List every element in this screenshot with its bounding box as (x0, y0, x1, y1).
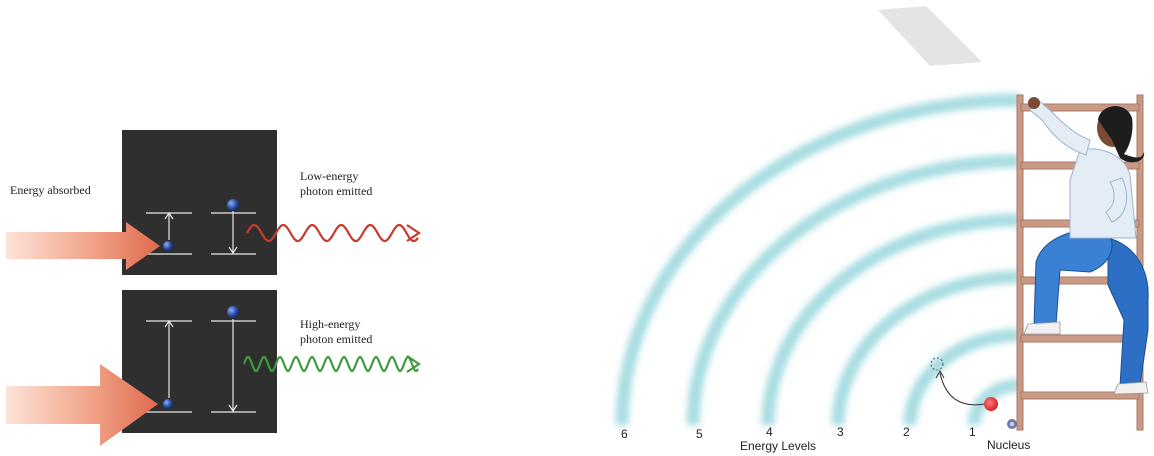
high-energy-photon-wave (242, 355, 419, 373)
level-number-4: 4 (766, 425, 773, 439)
energy-absorbed-label: Energy absorbed (10, 183, 91, 197)
level-number-2: 2 (903, 425, 910, 439)
excited-state-marker (930, 357, 944, 371)
climbing-person (1023, 97, 1149, 395)
high-energy-label-line2: photon emitted (300, 332, 373, 346)
energy-levels-label: Energy Levels (740, 439, 817, 453)
level-number-3: 3 (837, 425, 844, 439)
high-energy-levels (146, 319, 256, 413)
high-energy-photon-arrowhead (406, 355, 421, 373)
low-energy-levels (146, 211, 256, 255)
decorative-wedge (878, 6, 982, 66)
level-number-6: 6 (621, 427, 628, 441)
small-absorption-arrow (6, 222, 160, 270)
level-number-1: 1 (969, 425, 976, 439)
electron-high-ground (163, 399, 173, 409)
level-number-5: 5 (696, 427, 703, 441)
electron-high-excited (227, 306, 239, 318)
low-energy-label-line2: photon emitted (300, 184, 373, 198)
high-energy-label-line1: High-energy (300, 317, 361, 331)
low-energy-label-line1: Low-energy (300, 169, 359, 183)
electron-low-ground (163, 241, 173, 251)
electron-low-excited (227, 199, 239, 211)
low-energy-photon-wave (246, 223, 419, 243)
large-absorption-arrow (6, 364, 158, 446)
low-energy-photon-arrowhead (406, 224, 421, 242)
energy-level-arcs (615, 93, 1021, 426)
ground-state-electron (984, 397, 998, 411)
nucleus-label: Nucleus (987, 438, 1031, 452)
transition-arrow (939, 372, 986, 406)
